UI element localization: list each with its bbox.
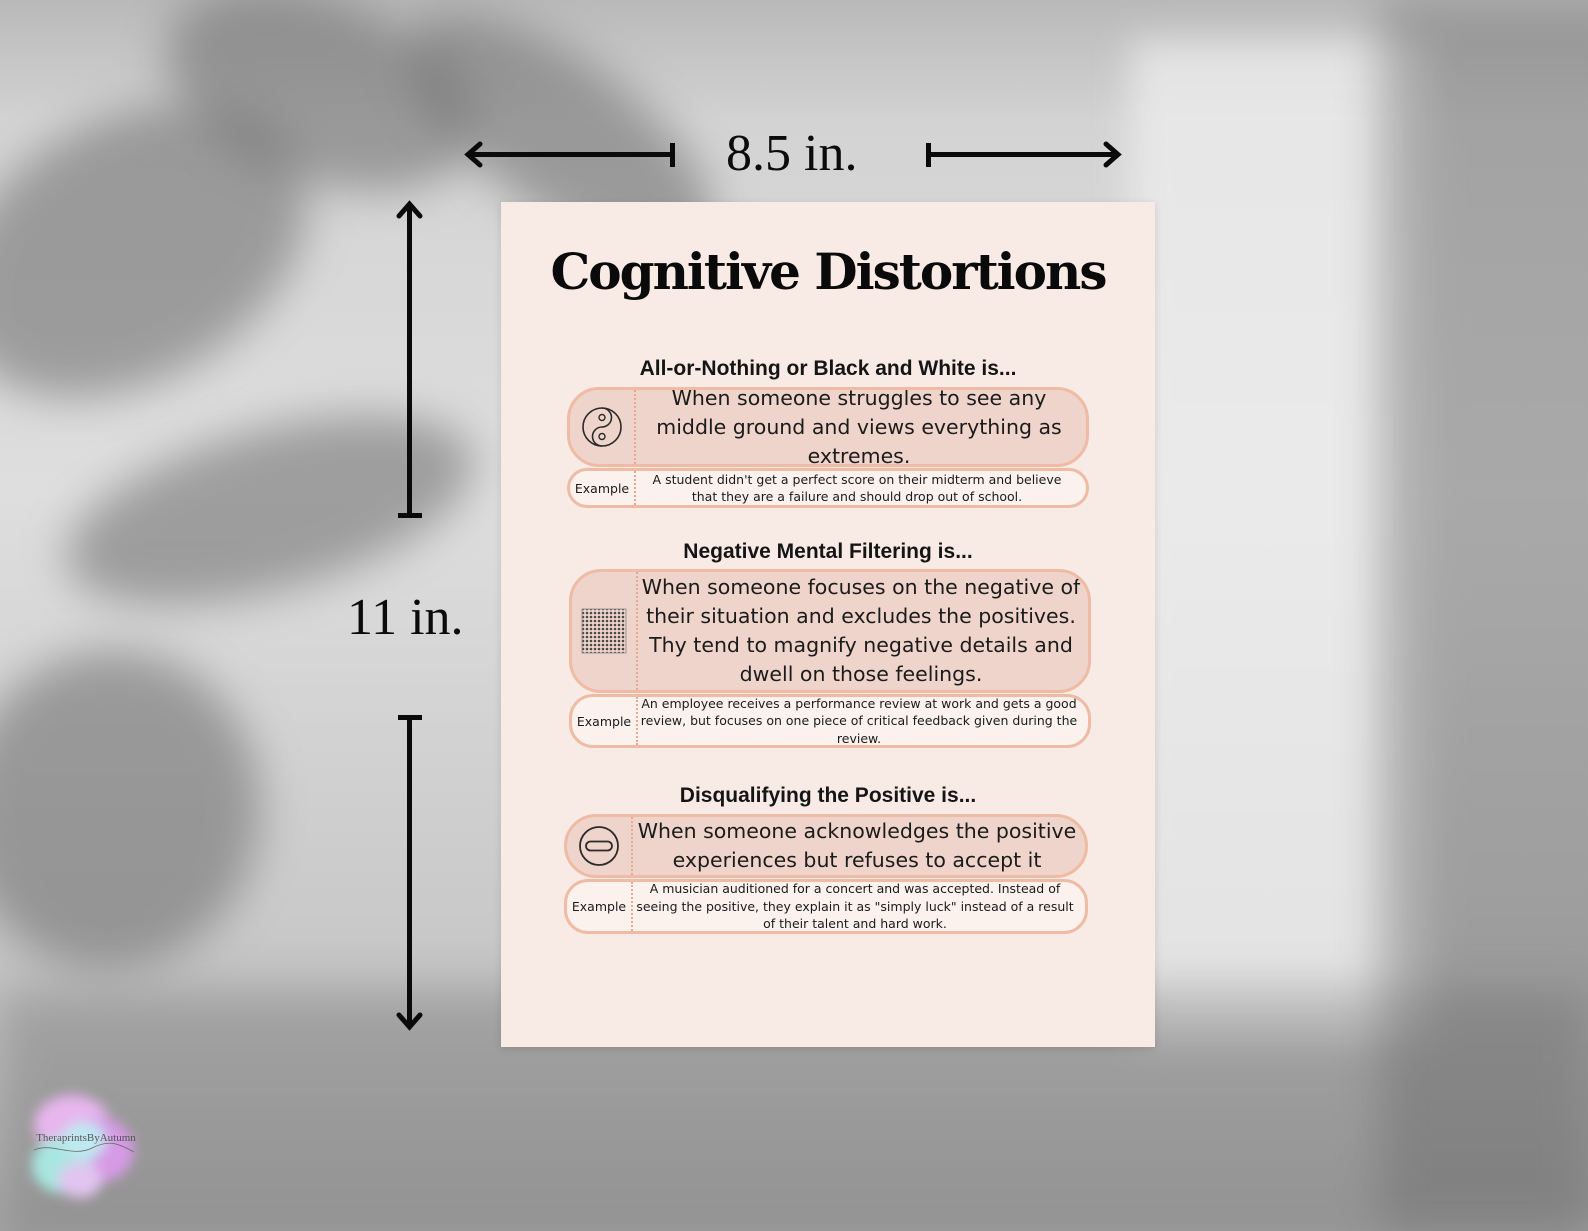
height-arrow-bottom [407, 716, 412, 1026]
poster-title: Cognitive Distortions [550, 242, 1107, 301]
example-pill: Example An employee receives a performan… [569, 694, 1091, 748]
definition-pill: When someone focuses on the negative of … [569, 569, 1091, 693]
example-text: A student didn't get a perfect score on … [652, 471, 1062, 505]
arrow-right-icon [1103, 141, 1122, 168]
definition-pill: When someone struggles to see any middle… [567, 387, 1089, 467]
example-pill: Example A musician auditioned for a conc… [564, 879, 1088, 934]
height-arrow-stop [398, 513, 422, 518]
arrow-left-icon [464, 141, 483, 168]
section-heading: Disqualifying the Positive is... [679, 784, 977, 807]
definition-text: When someone focuses on the negative of … [641, 575, 1081, 686]
width-arrow-stop [926, 143, 931, 167]
icon-cell [570, 390, 636, 464]
arrow-down-icon [396, 1012, 423, 1031]
icon-cell [572, 572, 638, 690]
poster: Cognitive Distortions All-or-Nothing or … [501, 202, 1155, 1047]
arrow-up-icon [396, 200, 423, 219]
mesh-filter-icon [581, 608, 627, 654]
example-label: Example [572, 697, 638, 745]
example-pill: Example A student didn't get a perfect s… [567, 468, 1089, 508]
window-light [1130, 40, 1430, 1040]
example-text: A musician auditioned for a concert and … [636, 881, 1074, 932]
example-label: Example [570, 471, 636, 505]
height-label: 11 in. [347, 589, 464, 646]
section-heading: All-or-Nothing or Black and White is... [639, 357, 1017, 380]
section-heading: Negative Mental Filtering is... [683, 540, 973, 563]
width-label: 8.5 in. [726, 125, 858, 182]
width-arrow-right [928, 152, 1116, 157]
width-arrow-stop [670, 143, 675, 167]
definition-pill: When someone acknowledges the positive e… [564, 814, 1088, 878]
brand-watermark: TheraprintsByAutumn [22, 1080, 144, 1210]
yin-yang-icon [582, 407, 622, 447]
window-frame-shadow [1380, 0, 1588, 1231]
example-text: An employee receives a performance revie… [640, 695, 1078, 746]
watercolor-splash-logo [32, 1095, 135, 1198]
definition-text: When someone struggles to see any middle… [656, 387, 1062, 467]
icon-cell [567, 817, 633, 875]
height-arrow-stop [398, 715, 422, 720]
example-label: Example [567, 882, 633, 931]
definition-text: When someone acknowledges the positive e… [637, 819, 1077, 872]
width-arrow-left [470, 152, 674, 157]
height-arrow-top [407, 206, 412, 516]
minus-circle-icon [579, 826, 619, 866]
watermark-text: TheraprintsByAutumn [36, 1132, 136, 1144]
